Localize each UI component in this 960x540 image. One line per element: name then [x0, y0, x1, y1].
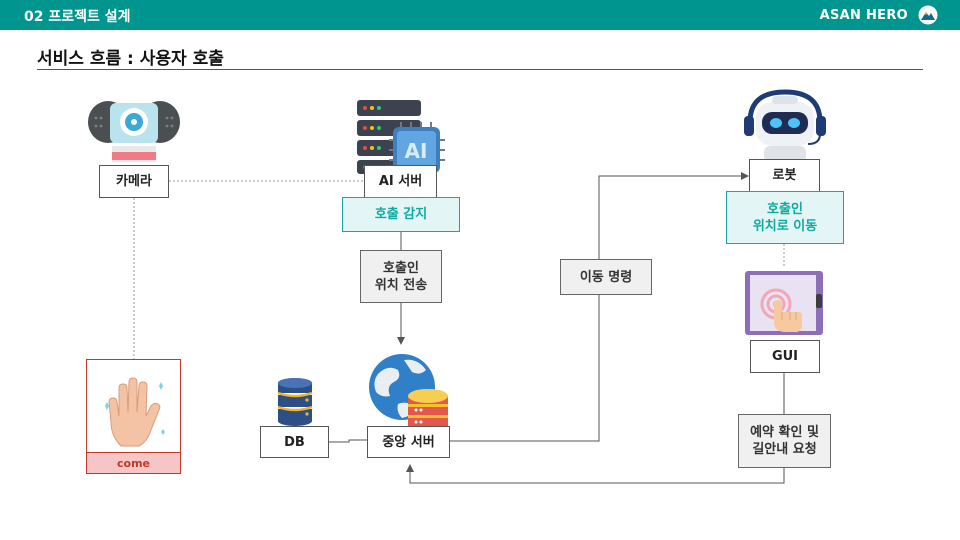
- node-move-to-caller: 호출인 위치로 이동: [726, 191, 844, 244]
- node-central-server: 중앙 서버: [367, 426, 450, 458]
- gesture-label: come: [86, 452, 181, 474]
- robot-icon: [744, 89, 826, 162]
- waving-hand-icon: [105, 377, 165, 447]
- header-bar: 02 프로젝트 설계 ASAN HERO: [0, 0, 960, 30]
- brand-name: ASAN HERO: [819, 8, 908, 23]
- node-call-detect: 호출 감지: [342, 197, 460, 232]
- link-request-central: [406, 464, 785, 484]
- node-ai-server: AI 서버: [364, 165, 437, 198]
- link-db-central: [329, 439, 367, 443]
- webcam-icon: [88, 101, 180, 162]
- link-central-robot: [450, 172, 749, 442]
- node-robot: 로봇: [749, 159, 820, 192]
- asan-hero-logo-icon: [918, 5, 938, 25]
- node-reservation-request: 예약 확인 및 길안내 요청: [738, 414, 831, 468]
- svg-text:AI: AI: [405, 139, 428, 163]
- globe-database-icon: [369, 354, 448, 430]
- node-send-location: 호출인 위치 전송: [360, 250, 442, 303]
- title-divider: [37, 69, 923, 70]
- node-gui: GUI: [750, 340, 820, 373]
- database-icon: [277, 378, 313, 426]
- page-title: 서비스 흐름 : 사용자 호출: [37, 49, 224, 69]
- touch-tablet-icon: [745, 271, 823, 335]
- node-move-command: 이동 명령: [560, 259, 652, 295]
- node-camera: 카메라: [99, 165, 169, 198]
- section-title: 02 프로젝트 설계: [24, 9, 131, 25]
- node-db: DB: [260, 426, 329, 458]
